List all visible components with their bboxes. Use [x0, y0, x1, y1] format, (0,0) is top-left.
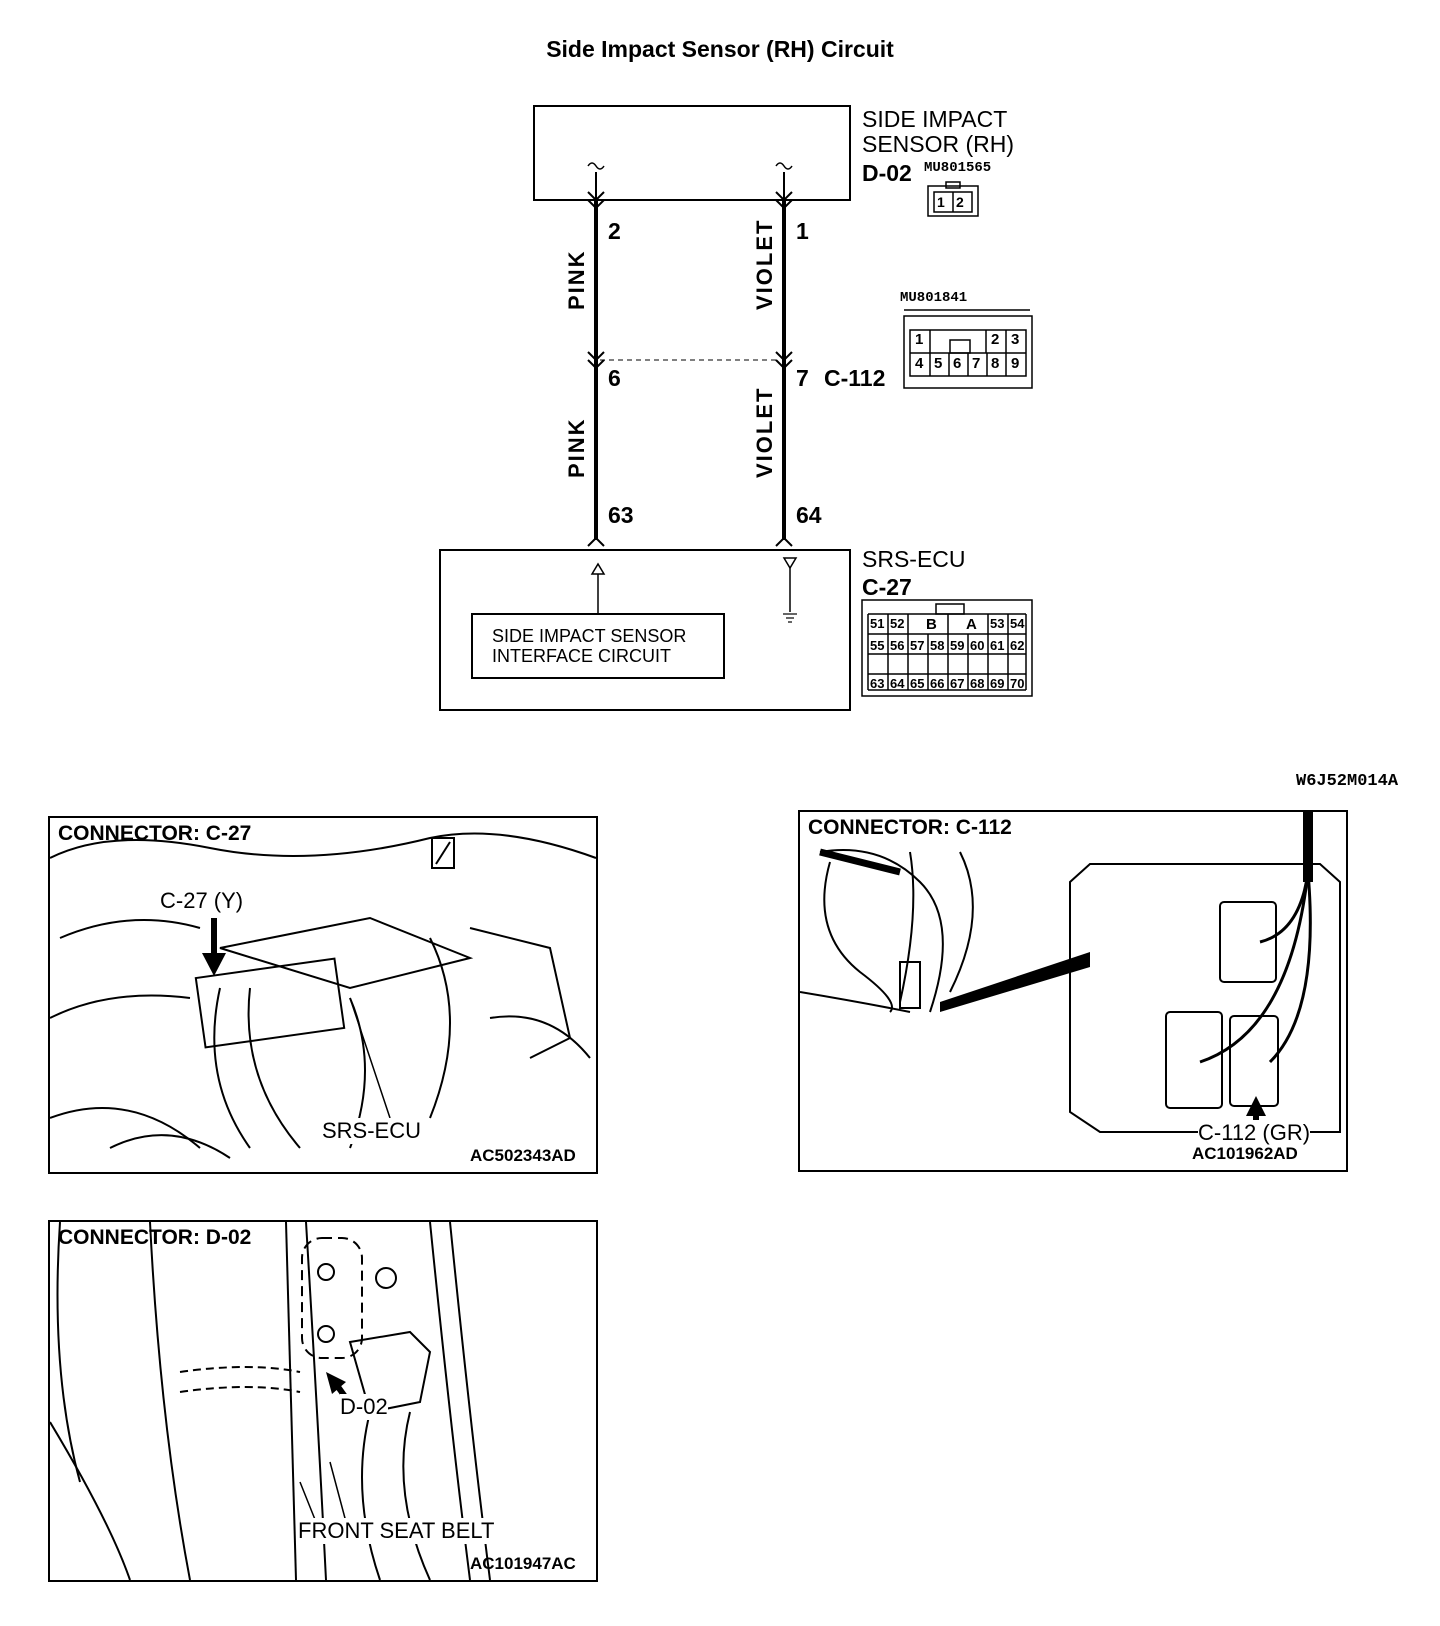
- c27-pin-54: 54: [1010, 616, 1025, 631]
- c27-pin-66: 66: [930, 676, 945, 691]
- c27-pin-65: 65: [910, 676, 925, 691]
- c27-pin-64: 64: [890, 676, 905, 691]
- wire-color-right-top: VIOLET: [752, 218, 777, 310]
- c27-pin-55: 55: [870, 638, 885, 653]
- c112-connector-icon: [903, 309, 1033, 389]
- mid-connector-name: C-112: [824, 365, 886, 391]
- c27-pin-58: 58: [930, 638, 945, 653]
- sensor-pin-1: 1: [937, 194, 945, 210]
- ecu-box: [439, 549, 851, 711]
- panel-connector-d02: CONNECTOR: D-02 D-02 FRONT SEAT BELT AC1…: [48, 1220, 598, 1582]
- pin-ecu-right: 64: [796, 502, 822, 528]
- c112-pin-9: 9: [1011, 355, 1020, 372]
- sensor-box: [533, 105, 851, 201]
- panel-c112-title: CONNECTOR: C-112: [808, 816, 1012, 839]
- panel-c27-callout: C-27 (Y): [160, 888, 244, 914]
- sensor-connector-label: D-02: [862, 160, 912, 186]
- panel-connector-c112: CONNECTOR: C-112 C-112 (GR) AC101962AD: [798, 810, 1348, 1172]
- pin-sensor-right: 1: [796, 218, 809, 244]
- c27-pin-67: 67: [950, 676, 965, 691]
- panel-d02-code: AC101947AC: [470, 1554, 576, 1573]
- page-title: Side Impact Sensor (RH) Circuit: [546, 36, 894, 62]
- mid-connector-part-number: MU801841: [900, 290, 968, 306]
- c27-pin-62: 62: [1010, 638, 1025, 653]
- c27-pin-63: 63: [870, 676, 885, 691]
- interface-circuit-line2: INTERFACE CIRCUIT: [492, 646, 672, 666]
- c112-pin-1: 1: [915, 331, 924, 348]
- sensor-name-line2: SENSOR (RH): [862, 131, 1015, 157]
- c27-connector-icon: [861, 599, 1033, 697]
- c112-pin-7: 7: [972, 355, 981, 372]
- c112-pin-5: 5: [934, 355, 943, 372]
- wire-color-left-bottom: PINK: [564, 417, 589, 478]
- circuit-schematic: [439, 105, 1033, 711]
- c27-pin-69: 69: [990, 676, 1005, 691]
- c27-pin-70: 70: [1010, 676, 1025, 691]
- d02-connector-icon: [927, 181, 979, 217]
- c27-pin-61: 61: [990, 638, 1005, 653]
- c27-pin-68: 68: [970, 676, 985, 691]
- c27-pin-57: 57: [910, 638, 925, 653]
- c27-pin-60: 60: [970, 638, 985, 653]
- panel-c112-callout: C-112 (GR): [1198, 1120, 1311, 1146]
- panel-connector-c27: CONNECTOR: C-27 C-27 (Y) SRS-ECU AC50234…: [48, 816, 598, 1174]
- c112-pin-8: 8: [991, 355, 1000, 372]
- c27-pin-59: 59: [950, 638, 965, 653]
- c27-label-a: A: [966, 616, 977, 633]
- diagram-code: W6J52M014A: [1296, 772, 1399, 791]
- panel-c27-title: CONNECTOR: C-27: [58, 822, 252, 845]
- panel-c27-code: AC502343AD: [470, 1146, 576, 1165]
- pin-mid-left: 6: [608, 365, 621, 391]
- c112-pin-4: 4: [915, 355, 924, 372]
- c27-pin-51: 51: [870, 616, 885, 631]
- sensor-part-number: MU801565: [924, 160, 992, 176]
- sensor-pin-2: 2: [956, 194, 964, 210]
- wire-color-left-top: PINK: [564, 249, 589, 310]
- pin-sensor-left: 2: [608, 218, 621, 244]
- c112-pin-3: 3: [1011, 331, 1020, 348]
- c112-pin-6: 6: [953, 355, 962, 372]
- panel-c112-code: AC101962AD: [1192, 1144, 1298, 1163]
- interface-circuit-line1: SIDE IMPACT SENSOR: [492, 626, 687, 646]
- c112-illustration: [800, 812, 1341, 1142]
- panel-d02-label: FRONT SEAT BELT: [298, 1518, 495, 1544]
- c112-pin-2: 2: [991, 331, 1000, 348]
- pin-mid-right: 7: [796, 365, 809, 391]
- c27-illustration: [50, 832, 596, 1159]
- c27-pin-56: 56: [890, 638, 905, 653]
- pin-ecu-left: 63: [608, 502, 634, 528]
- c27-label-b: B: [926, 616, 937, 633]
- sensor-name-line1: SIDE IMPACT: [862, 106, 1008, 132]
- c27-pin-53: 53: [990, 616, 1005, 631]
- ecu-name: SRS-ECU: [862, 546, 966, 572]
- c27-pin-52: 52: [890, 616, 905, 631]
- panel-c27-label: SRS-ECU: [322, 1118, 422, 1144]
- wire-color-right-bottom: VIOLET: [752, 386, 777, 478]
- panel-d02-callout: D-02: [340, 1394, 388, 1420]
- ecu-connector-label: C-27: [862, 574, 912, 600]
- panel-d02-title: CONNECTOR: D-02: [58, 1226, 252, 1249]
